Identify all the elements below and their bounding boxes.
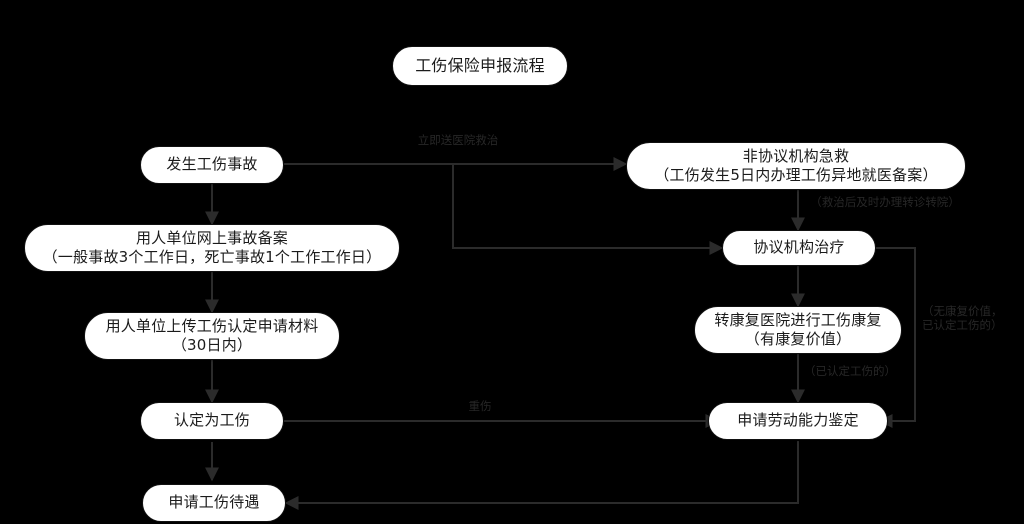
node-online-accident-filing[interactable]: 用人单位网上事故备案 （一般事故3个工作日，死亡事故1个工作工作日） [24,224,400,272]
node-agency-line1: 协议机构治疗 [753,238,845,257]
node-rehab-line1: 转康复医院进行工伤康复 [714,310,882,329]
edge-label-no-rehab-value-line1: （无康复价值， [922,304,1003,318]
node-title-line1: 工伤保险申报流程 [415,55,545,75]
node-nonagency-line2: （工伤发生5日内办理工伤异地就医备案） [654,166,938,184]
node-confirmed-injury[interactable]: 认定为工伤 [140,402,284,440]
edge-label-to-agency: （救治后及时办理转诊转院） [805,195,965,210]
edge-label-injury-line1: 重伤 [468,399,492,413]
edge-label-to-agency-line1: （救治后及时办理转诊转院） [810,195,960,209]
node-online-file-line2: （一般事故3个工作日，死亡事故1个工作工作日） [42,248,382,266]
edge-label-injury: 重伤 [440,399,520,414]
node-nonagency-line1: 非协议机构急救 [742,146,850,165]
edge-agency-bypass-to-appraisal [876,247,916,428]
node-title: 工伤保险申报流程 [392,46,568,86]
node-accident-line1: 发生工伤事故 [166,155,258,174]
edge-label-no-rehab-value: （无康复价值， 已认定工伤的） [922,304,1018,332]
edge-label-rehab-confirmed: （已认定工伤的） [800,364,900,379]
edge-label-rehab-confirmed-line1: （已认定工伤的） [804,364,896,378]
node-upload-line1: 用人单位上传工伤认定申请材料 [105,316,319,335]
node-benefits-line1: 申请工伤待遇 [168,493,260,512]
node-upload-application[interactable]: 用人单位上传工伤认定申请材料 （30日内） [84,312,340,360]
node-ability-appraisal[interactable]: 申请劳动能力鉴定 [708,402,888,440]
node-upload-line2: （30日内） [171,336,253,354]
node-agency-treatment[interactable]: 协议机构治疗 [722,230,876,266]
node-rehab-line2: （有康复价值） [744,330,852,348]
edge-appraisal-to-benefits [284,441,799,510]
node-nonagency-emergency[interactable]: 非协议机构急救 （工伤发生5日内办理工伤异地就医备案） [626,142,966,190]
node-apply-benefits[interactable]: 申请工伤待遇 [142,484,286,522]
edge-accident-to-agency [452,164,724,255]
node-appraisal-line1: 申请劳动能力鉴定 [737,411,859,430]
edge-label-to-emergency-line1: 立即送医院救治 [417,133,499,147]
node-accident[interactable]: 发生工伤事故 [140,146,284,184]
edge-label-to-emergency: 立即送医院救治 [403,133,513,148]
node-online-file-line1: 用人单位网上事故备案 [135,228,288,247]
node-confirmed-line1: 认定为工伤 [173,411,250,430]
node-rehabilitation[interactable]: 转康复医院进行工伤康复 （有康复价值） [694,306,902,354]
edge-label-no-rehab-value-line2: 已认定工伤的） [922,317,1003,332]
